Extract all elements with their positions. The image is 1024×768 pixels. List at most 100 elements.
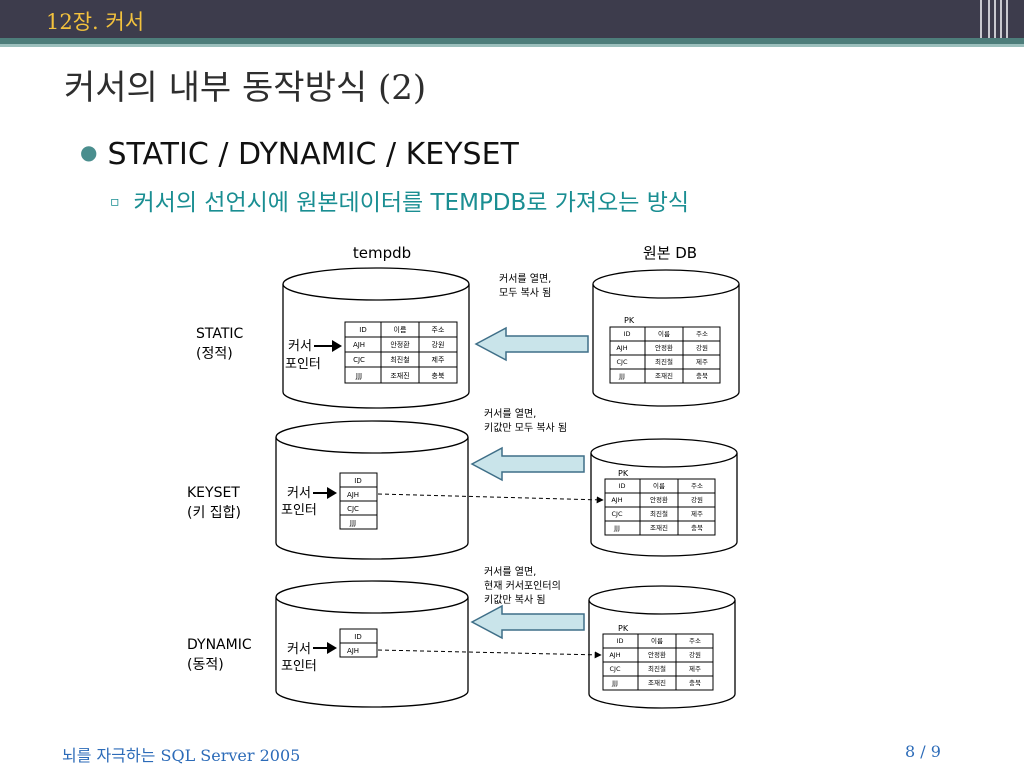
static-src-cell: 강원 [696, 343, 708, 352]
static-src-cell: 조재진 [655, 371, 673, 380]
static-temp-cell: AJH [353, 341, 365, 349]
dynamic-src-col-name: 이름 [651, 636, 663, 645]
dynamic-note-line1: 커서를 열면, [484, 566, 536, 578]
static-src-cell: 최진철 [655, 357, 673, 366]
dynamic-src-cell: 안정환 [648, 650, 666, 659]
dynamic-temp-table: ID AJH [339, 628, 378, 658]
static-temp-cell: CJC [353, 356, 365, 364]
source-db-label: 원본 DB [643, 244, 697, 262]
decorative-stripes [980, 0, 1014, 38]
static-temp-col-addr: 주소 [432, 326, 445, 334]
dynamic-pointer-line1: 커서 [287, 642, 311, 657]
footer-book-title: 뇌를 자극하는 SQL Server 2005 [62, 746, 301, 765]
static-src-col-id: ID [624, 330, 631, 338]
keyset-pk-label: PK [618, 469, 629, 478]
static-temp-col-id: ID [359, 326, 366, 334]
keyset-note-line2: 키값만 모두 복사 됨 [484, 422, 567, 434]
tempdb-label: tempdb [353, 244, 411, 262]
keyset-key-link [377, 493, 604, 504]
dynamic-src-col-addr: 주소 [689, 637, 701, 645]
dynamic-note-line2: 현재 커서포인터의 [484, 580, 561, 592]
dynamic-sublabel: (동적) [187, 657, 224, 673]
keyset-sublabel: (키 집합) [187, 505, 241, 521]
dynamic-src-cell: 제주 [689, 665, 701, 673]
keyset-src-cell: 강원 [691, 495, 703, 504]
static-src-cell: 안정환 [655, 343, 673, 352]
static-label: STATIC [196, 326, 244, 342]
keyset-temp-cell: AJH [347, 491, 359, 499]
keyset-pointer-arrow-icon [313, 487, 337, 499]
slide-title: 커서의 내부 동작방식 (2) [64, 68, 427, 108]
static-temp-table: ID 이름 주소 AJH 안정환 강원 CJC 최진철 제주 JJJ 조재진 충… [344, 321, 458, 384]
footer-page-number: 8 / 9 [905, 742, 941, 761]
dynamic-temp-cell: AJH [347, 647, 359, 655]
dynamic-source-table: ID 이름 주소 AJH 안정환 강원 CJC 최진철 제주 JJJ 조재진 충… [602, 633, 714, 691]
dynamic-src-cell: AJH [609, 651, 620, 659]
keyset-src-cell: AJH [611, 496, 622, 504]
keyset-section: KEYSET (키 집합) 커서 포인터 ID AJH CJC JJJ PK I… [187, 408, 738, 560]
keyset-pointer-line2: 포인터 [281, 503, 317, 518]
dynamic-label: DYNAMIC [187, 637, 252, 653]
keyset-src-cell: 최진철 [650, 509, 668, 518]
keyset-src-cell: 조재진 [650, 523, 668, 532]
header-rule [0, 38, 1024, 44]
keyset-src-col-addr: 주소 [691, 482, 703, 490]
keyset-note-line1: 커서를 열면, [484, 408, 536, 420]
top-bar: 12장. 커서 [0, 0, 1024, 38]
static-source-table: ID 이름 주소 AJH 안정환 강원 CJC 최진철 제주 JJJ 조재진 충… [609, 326, 721, 384]
keyset-copy-arrow-icon [470, 446, 585, 482]
keyset-src-cell: JJJ [613, 524, 620, 532]
header-rule-light [0, 44, 1024, 47]
dynamic-tempdb-cylinder [275, 580, 469, 708]
dynamic-copy-arrow-icon [470, 604, 585, 640]
static-pk-label: PK [624, 316, 635, 325]
dynamic-pointer-arrow-icon [313, 642, 337, 654]
dynamic-src-cell: 강원 [689, 650, 701, 659]
keyset-src-cell: 제주 [691, 510, 703, 518]
dynamic-section: DYNAMIC (동적) 커서 포인터 ID AJH PK ID 이름 주소 A… [187, 566, 736, 709]
dynamic-src-cell: 충북 [689, 678, 701, 687]
keyset-temp-cell: JJJ [349, 519, 356, 527]
dynamic-pk-label: PK [618, 624, 629, 633]
keyset-src-cell: CJC [612, 510, 623, 518]
dynamic-src-cell: 최진철 [648, 664, 666, 673]
static-src-col-name: 이름 [658, 329, 670, 338]
keyset-source-table: ID 이름 주소 AJH 안정환 강원 CJC 최진철 제주 JJJ 조재진 충… [604, 478, 716, 536]
static-pointer-arrow-icon [314, 340, 342, 352]
dynamic-src-cell: JJJ [611, 679, 618, 687]
dynamic-pointer-line2: 포인터 [281, 659, 317, 674]
static-src-col-addr: 주소 [696, 330, 708, 338]
bullet-level1-text: STATIC / DYNAMIC / KEYSET [107, 137, 519, 172]
static-pointer-line1: 커서 [288, 339, 312, 354]
static-temp-cell: 강원 [432, 340, 445, 349]
bullet-square-icon: ▫ [110, 194, 120, 210]
static-temp-cell: 충북 [432, 371, 445, 380]
dynamic-src-cell: 조재진 [648, 678, 666, 687]
keyset-src-cell: 충북 [691, 523, 703, 532]
keyset-src-cell: 안정환 [650, 495, 668, 504]
static-note-line2: 모두 복사 됨 [499, 287, 551, 299]
keyset-src-col-id: ID [619, 482, 626, 490]
keyset-temp-col-id: ID [354, 477, 361, 485]
dynamic-temp-col-id: ID [354, 633, 361, 641]
static-temp-cell: 안정환 [390, 340, 410, 349]
static-pointer-line2: 포인터 [285, 357, 321, 372]
static-src-cell: AJH [616, 344, 627, 352]
keyset-label: KEYSET [187, 485, 240, 501]
static-note-line1: 커서를 열면, [499, 273, 551, 285]
dynamic-src-col-id: ID [617, 637, 624, 645]
keyset-src-col-name: 이름 [653, 481, 665, 490]
static-temp-cell: 최진철 [390, 355, 409, 364]
static-src-cell: 제주 [696, 358, 708, 366]
static-temp-col-name: 이름 [394, 325, 407, 334]
static-temp-cell: 조재진 [390, 371, 409, 380]
static-src-cell: JJJ [618, 372, 625, 380]
keyset-pointer-line1: 커서 [287, 486, 311, 501]
bullet-dot-icon: ● [80, 140, 98, 164]
bullet-level2: ▫커서의 선언시에 원본데이터를 TEMPDB로 가져오는 방식 [110, 183, 689, 217]
keyset-temp-table: ID AJH CJC JJJ [339, 472, 378, 530]
keyset-temp-cell: CJC [347, 505, 359, 513]
static-copy-arrow-icon [474, 326, 589, 362]
chapter-title: 12장. 커서 [46, 10, 145, 34]
